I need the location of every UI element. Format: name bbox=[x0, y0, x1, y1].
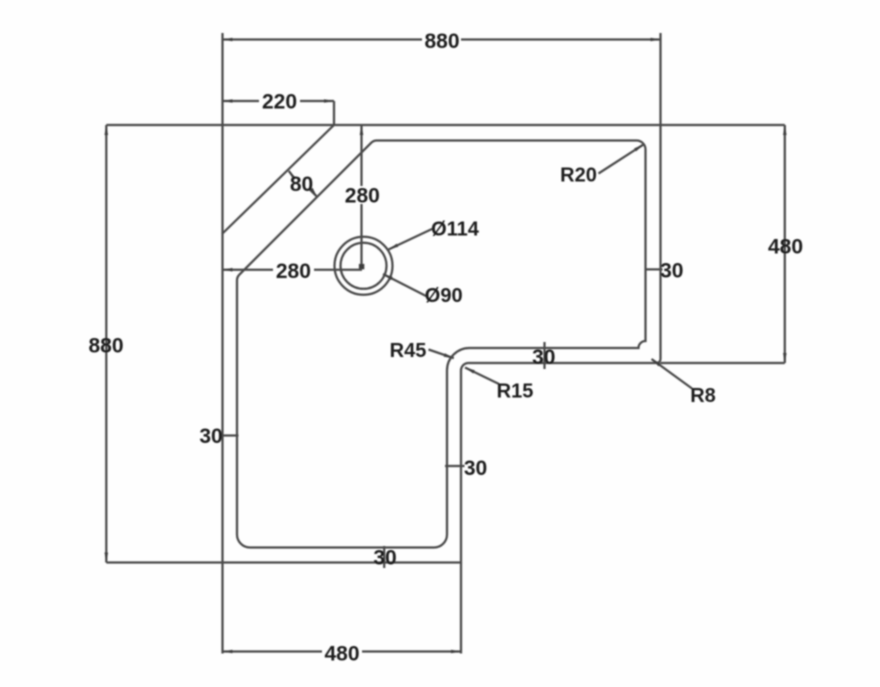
svg-text:80: 80 bbox=[290, 173, 313, 196]
svg-text:30: 30 bbox=[660, 259, 683, 282]
svg-text:280: 280 bbox=[276, 260, 311, 283]
svg-text:R15: R15 bbox=[497, 381, 534, 403]
svg-text:280: 280 bbox=[345, 185, 380, 208]
svg-text:480: 480 bbox=[324, 643, 359, 666]
svg-text:Ø90: Ø90 bbox=[425, 285, 463, 307]
svg-text:R45: R45 bbox=[390, 340, 427, 362]
svg-text:30: 30 bbox=[464, 457, 487, 480]
svg-text:880: 880 bbox=[88, 335, 123, 358]
svg-text:480: 480 bbox=[768, 236, 803, 259]
svg-text:880: 880 bbox=[424, 30, 459, 53]
svg-text:R8: R8 bbox=[690, 385, 716, 407]
svg-text:R20: R20 bbox=[560, 165, 597, 187]
svg-text:Ø114: Ø114 bbox=[431, 219, 480, 241]
svg-text:30: 30 bbox=[532, 346, 555, 369]
svg-text:30: 30 bbox=[199, 425, 222, 448]
svg-text:30: 30 bbox=[373, 547, 396, 570]
svg-text:220: 220 bbox=[262, 91, 297, 114]
